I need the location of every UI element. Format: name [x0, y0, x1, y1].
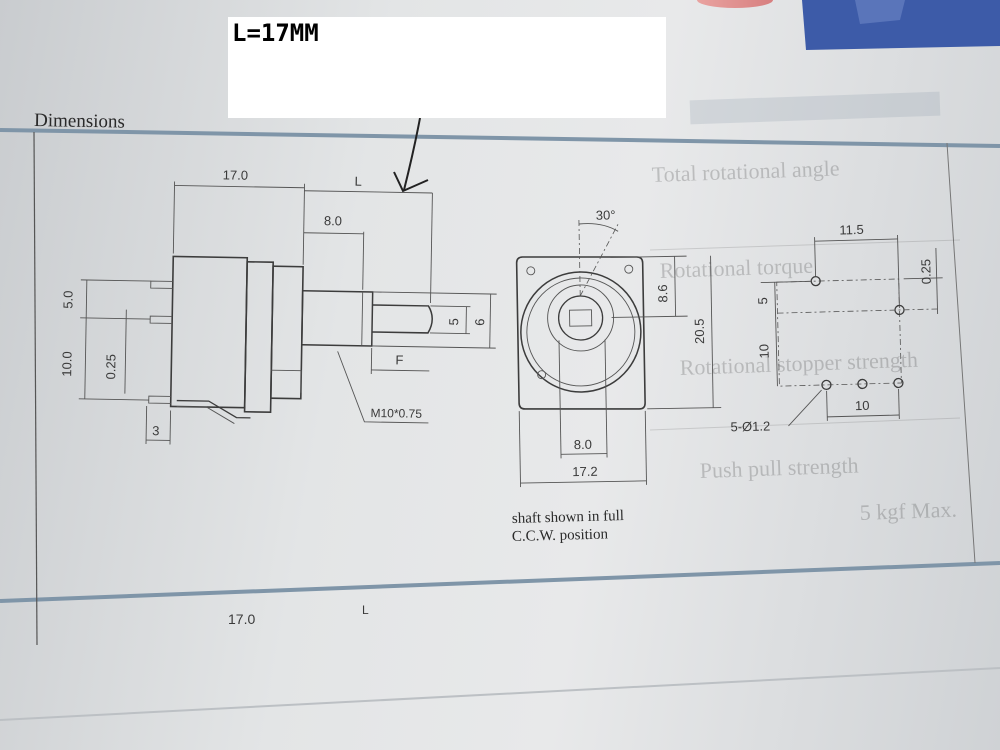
dim-F-label: F [395, 352, 403, 367]
dim-172-label: 17.2 [572, 464, 598, 479]
caption-line1: shaft shown in full [512, 508, 624, 527]
pcb-dim-115-label: 11.5 [839, 222, 864, 238]
pcb-dim-5-label: 5 [755, 297, 770, 305]
pot-flange [243, 260, 274, 414]
pcb-dim-10v-label: 10 [756, 344, 771, 359]
pcb-holes-label: 5-Ø1.2 [730, 418, 770, 434]
annotation-box: L=17MM [228, 17, 666, 118]
footer-dim-17: 17.0 [228, 611, 255, 627]
pcb-layout: 11.5 0.25 5 10 10 5-Ø1.2 [730, 222, 943, 434]
dim-025-label: 0.25 [103, 354, 118, 380]
shaft [371, 304, 433, 334]
pencil-arrow [393, 117, 429, 193]
pot-body [169, 255, 249, 409]
dim-86-label: 8.6 [655, 284, 670, 302]
bg-text-1: Total rotational angle [651, 155, 840, 187]
dim-L-label: L [354, 174, 361, 189]
dim-17-label: 17.0 [223, 167, 249, 182]
annotation-text: L=17MM [232, 19, 319, 47]
thread-bushing [300, 289, 374, 347]
thread-label: M10*0.75 [370, 406, 422, 421]
pcb-hole [893, 377, 904, 389]
section-title: Dimensions [34, 110, 125, 133]
angle-label: 30° [596, 207, 616, 222]
front-plate [515, 256, 646, 410]
pcb-dim-025-label: 0.25 [918, 259, 934, 285]
footer-dim-L: L [362, 603, 369, 617]
bg-text-2: Rotational torque [659, 253, 813, 283]
shaft-dim-5-label: 5 [446, 318, 461, 325]
side-view: 17.0 L 8.0 5.0 10.0 0.25 3 5 6 F M10*0.7… [59, 167, 497, 445]
pcb-hole [810, 275, 821, 287]
dim-205-label: 20.5 [692, 318, 707, 344]
bg-text-3: Rotational stopper strength [679, 347, 918, 380]
pcb-dim-10h-label: 10 [855, 398, 870, 413]
pot-bushing [269, 265, 304, 400]
top-decor [697, 0, 1000, 50]
dim-5-label: 5.0 [60, 290, 75, 308]
dim-80-label: 8.0 [574, 437, 592, 452]
dim-8-label: 8.0 [324, 213, 342, 228]
background-text: Total rotational angle Rotational torque… [649, 91, 961, 525]
table-frame [0, 128, 1000, 721]
shaft-dim-6-label: 6 [472, 318, 487, 325]
front-view: 30° 8.6 20.5 8.0 17.2 [515, 207, 722, 488]
mount-bracket [176, 399, 251, 419]
dim-10-label: 10.0 [59, 351, 74, 377]
pcb-hole [857, 378, 868, 390]
pcb-hole [821, 379, 832, 391]
dim-3-label: 3 [152, 423, 159, 438]
caption-line2: C.C.W. position [512, 526, 609, 545]
bg-text-5: 5 kgf Max. [859, 497, 957, 525]
bg-text-4: Push pull strength [699, 452, 859, 483]
